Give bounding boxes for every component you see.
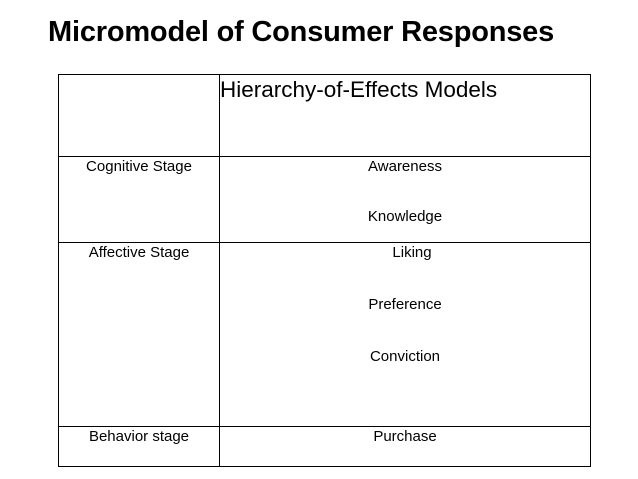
header-cell-stage (58, 74, 220, 157)
step-preference: Preference (368, 296, 442, 313)
step-purchase: Purchase (373, 428, 437, 445)
page-title: Micromodel of Consumer Responses (48, 16, 555, 48)
step-conviction: Conviction (369, 348, 441, 365)
table-row-behavior: Behavior stage Purchase (58, 426, 591, 467)
steps-cell-affective: Liking Preference Conviction (219, 242, 591, 427)
steps-cell-cognitive: Awareness Knowledge (219, 156, 591, 243)
table-row-affective: Affective Stage Liking Preference Convic… (58, 242, 591, 427)
hierarchy-of-effects-table: Hierarchy-of-Effects Models Cognitive St… (58, 74, 591, 467)
table-row-cognitive: Cognitive Stage Awareness Knowledge (58, 156, 591, 243)
steps-cell-behavior: Purchase (219, 426, 591, 467)
step-knowledge: Knowledge (367, 208, 443, 225)
step-awareness: Awareness (368, 158, 442, 175)
header-cell-model: Hierarchy-of-Effects Models (219, 74, 591, 157)
table-header-row: Hierarchy-of-Effects Models (58, 74, 591, 157)
stage-label-behavior: Behavior stage (58, 426, 220, 467)
stage-label-cognitive: Cognitive Stage (58, 156, 220, 243)
stage-label-affective: Affective Stage (58, 242, 220, 427)
step-liking: Liking (392, 244, 432, 261)
